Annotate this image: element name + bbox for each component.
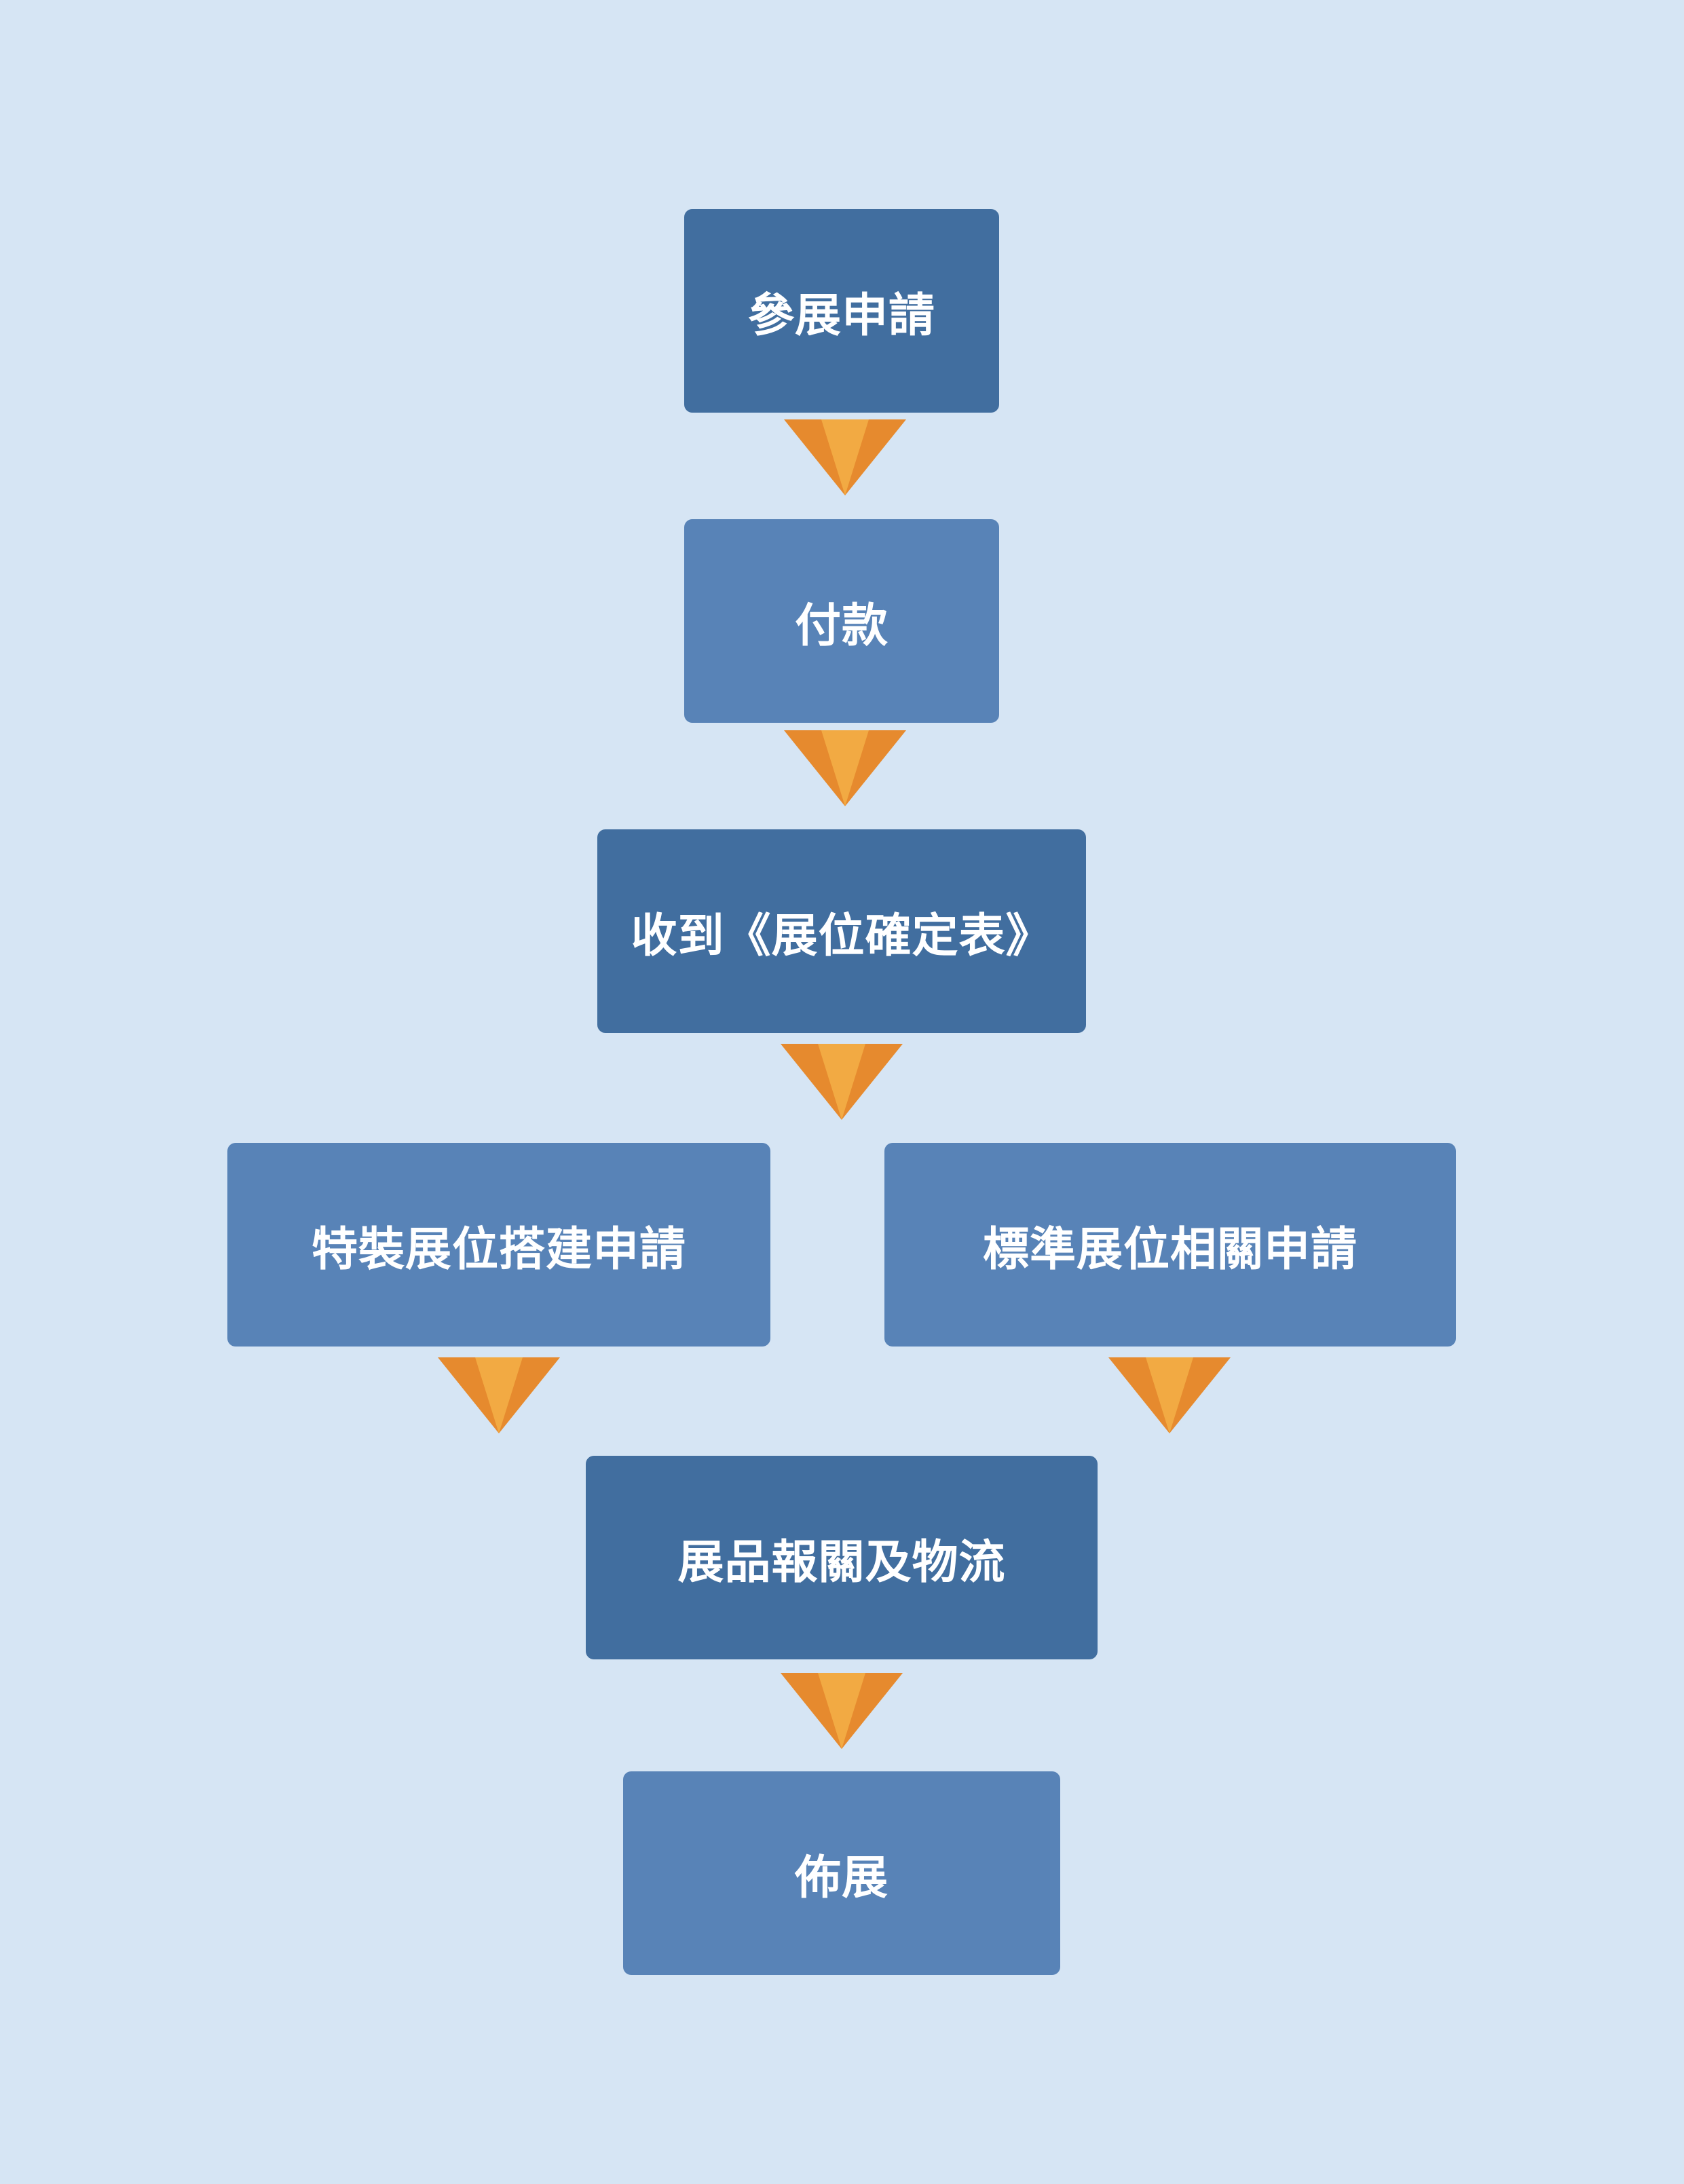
down-arrow-icon: [1108, 1357, 1231, 1433]
step-label: 付款: [794, 599, 888, 653]
step-label: 佈展: [794, 1851, 888, 1905]
step-exhibition-application: 參展申請: [684, 209, 999, 413]
step-booth-setup: 佈展: [623, 1771, 1060, 1975]
step-receive-booth-confirmation: 收到《展位確定表》: [597, 829, 1086, 1033]
down-arrow-icon: [784, 730, 906, 806]
step-customs-and-logistics: 展品報關及物流: [586, 1456, 1098, 1659]
step-standard-booth-application: 標準展位相關申請: [884, 1143, 1456, 1347]
step-label: 收到《展位確定表》: [631, 909, 1053, 963]
down-arrow-icon: [438, 1357, 560, 1433]
step-label: 展品報關及物流: [677, 1535, 1006, 1589]
down-arrow-icon: [784, 419, 906, 495]
step-label: 標準展位相關申請: [982, 1222, 1358, 1277]
down-arrow-icon: [781, 1673, 903, 1749]
step-label: 特裝展位搭建申請: [311, 1222, 686, 1277]
step-special-booth-construction: 特裝展位搭建申請: [227, 1143, 770, 1347]
down-arrow-icon: [781, 1044, 903, 1120]
step-payment: 付款: [684, 519, 999, 723]
step-label: 參展申請: [747, 288, 935, 343]
